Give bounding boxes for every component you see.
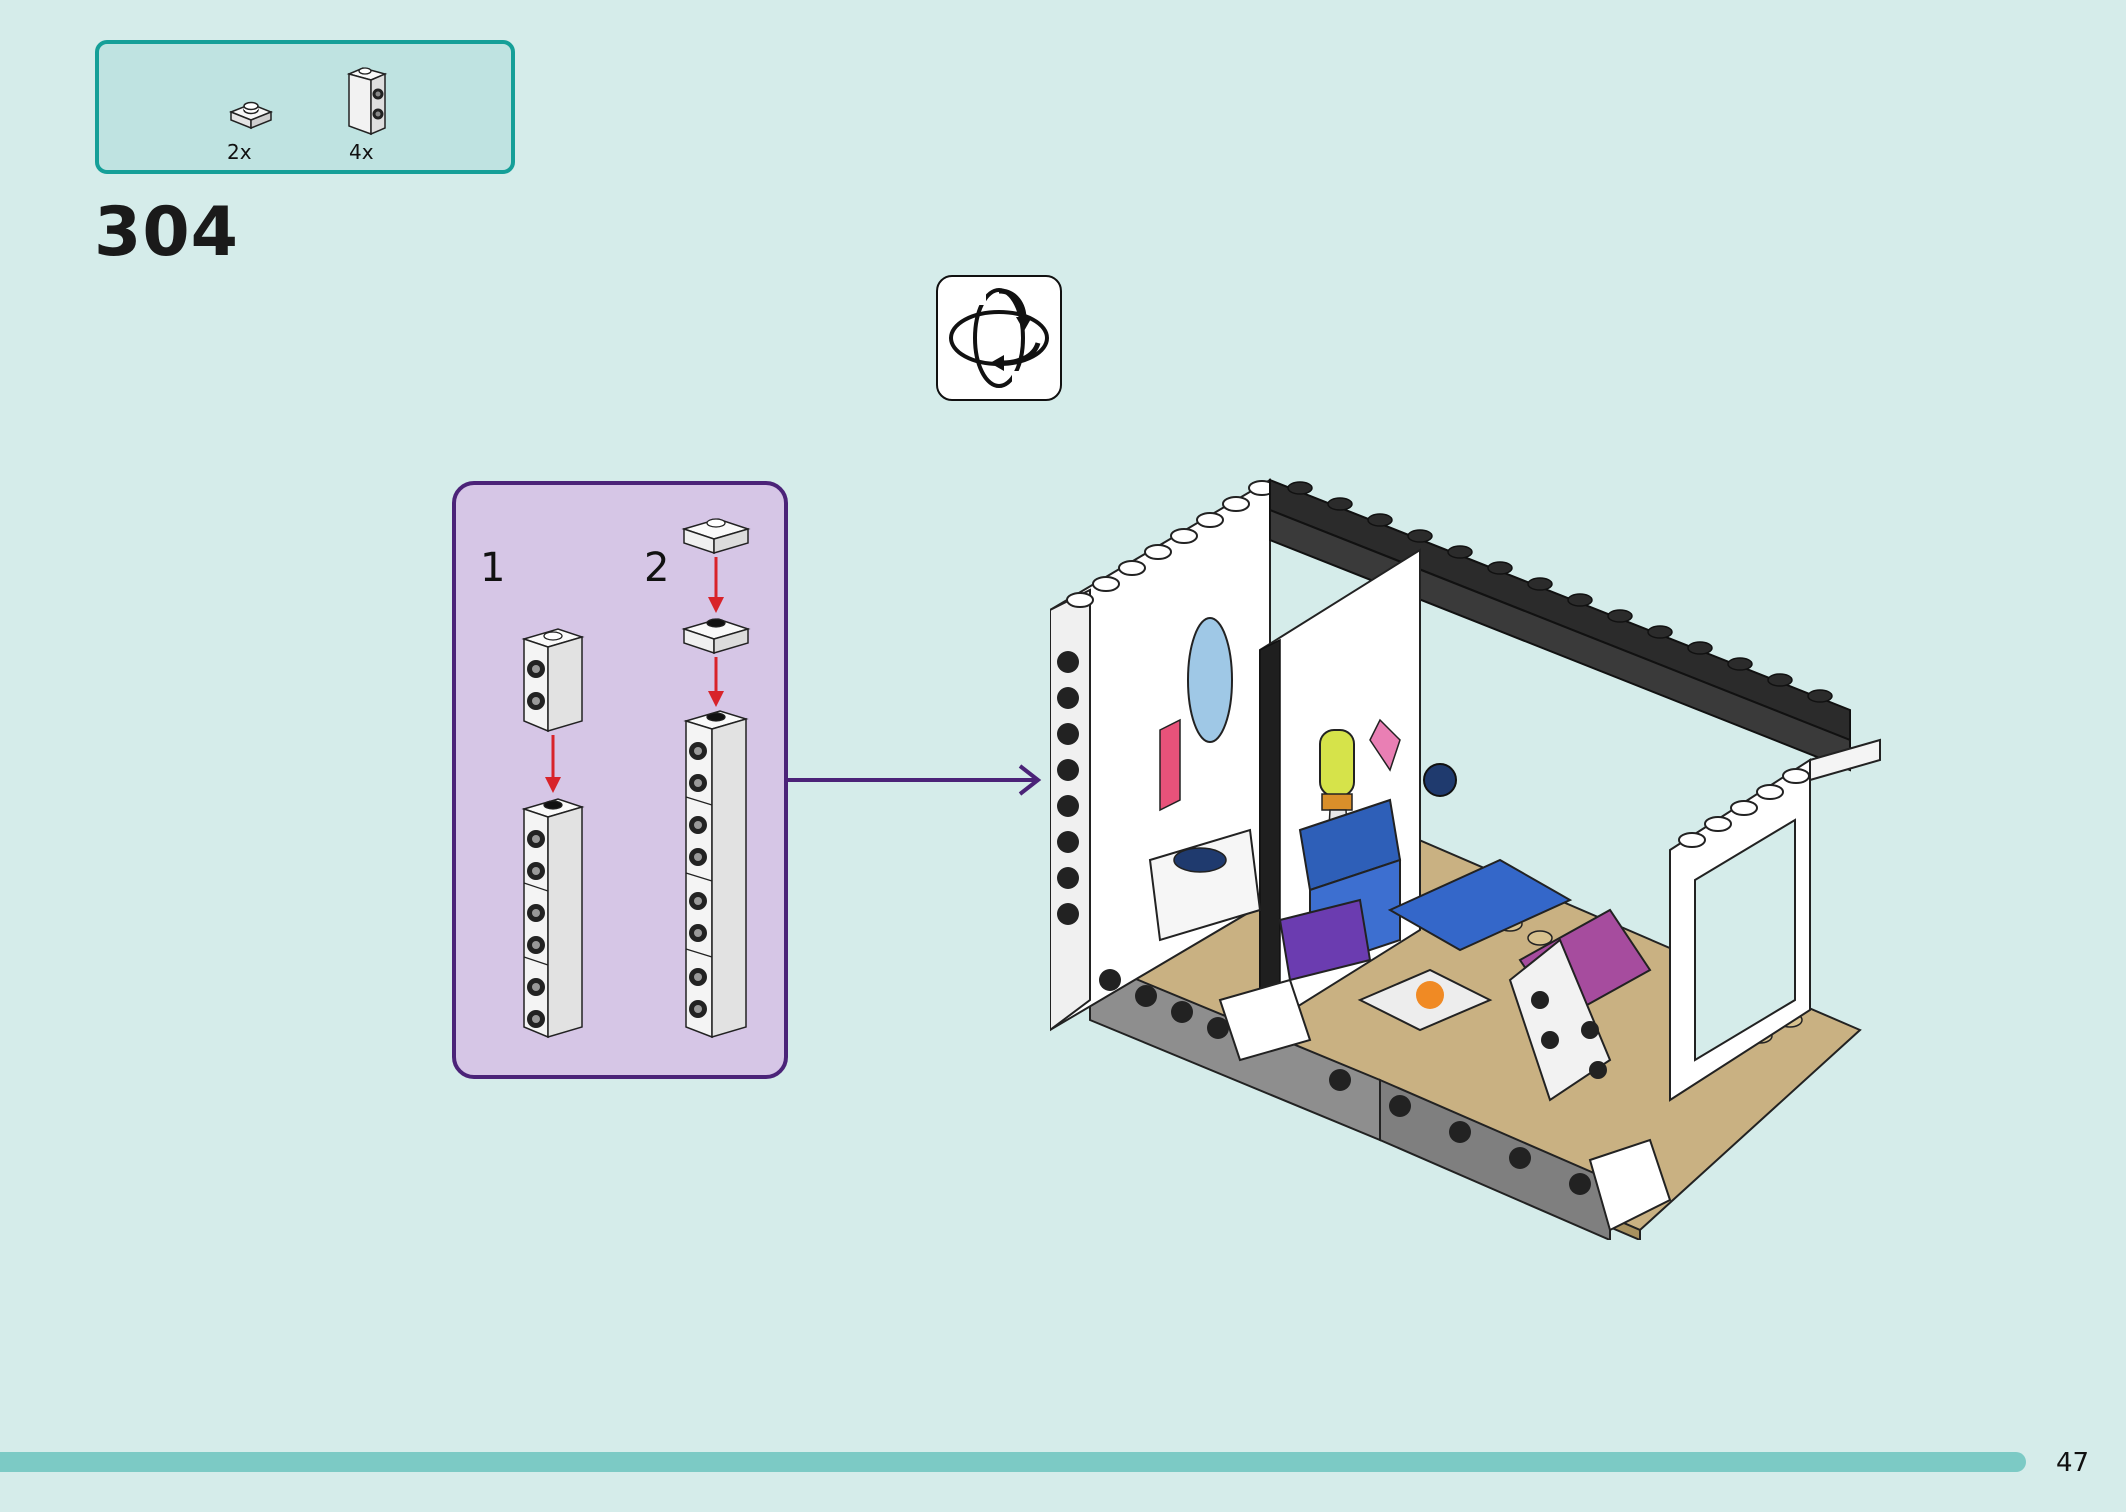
model-illustration [1050,478,1881,1240]
sub-step-1-bricks [521,628,585,1039]
placement-arrow [786,764,1042,796]
sub-step-2-bricks [681,518,751,1039]
part-quantity: 2x [227,140,252,164]
page-number: 47 [2056,1448,2090,1478]
sub-step-1-label: 1 [480,545,506,591]
white-brick-1x1-studs-on-side-icon [343,62,391,138]
sub-step-2-label: 2 [644,545,670,591]
white-plate-1x1-icon [227,98,275,132]
rotate-model-icon [936,275,1062,401]
sub-assembly-box: 1 2 [452,481,788,1079]
step-number: 304 [94,193,239,272]
footer-bar [0,1452,2026,1472]
part-quantity: 4x [349,140,374,164]
parts-list-box: 2x 4x [95,40,515,174]
